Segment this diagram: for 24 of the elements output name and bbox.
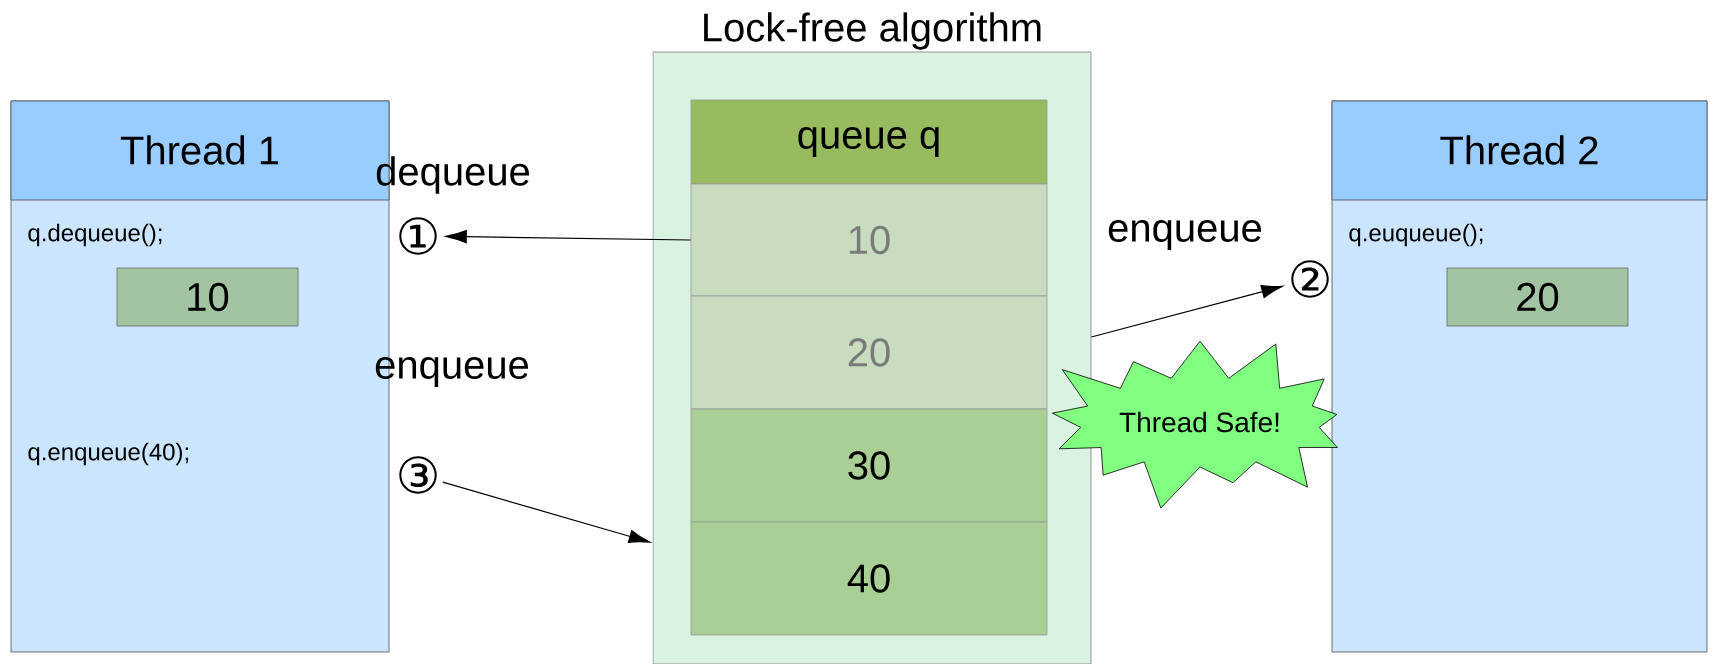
- queue-cell: 10: [690, 183, 1048, 297]
- step-number: ①: [399, 217, 437, 255]
- edge-label: enqueue: [1108, 220, 1262, 250]
- panel-heading: Thread 2: [1440, 135, 1598, 165]
- code-line: q.enqueue(40);: [28, 442, 189, 466]
- code-line: q.dequeue();: [28, 223, 162, 247]
- step-number: ②: [1291, 260, 1329, 298]
- queue-cell: 20: [690, 295, 1048, 410]
- queue-header: queue q: [690, 99, 1048, 185]
- value-box: 20: [1446, 267, 1629, 327]
- thread-panel: [1331, 100, 1708, 653]
- panel-heading: Thread 1: [120, 135, 279, 165]
- edge-label: enqueue: [375, 357, 529, 387]
- edge-label: dequeue: [376, 156, 530, 194]
- panel-title: Lock-free algorithm: [704, 12, 1041, 50]
- code-line: q.euqueue();: [1349, 223, 1483, 247]
- step-number: ③: [399, 456, 437, 494]
- queue-cell: 30: [690, 408, 1048, 523]
- arrow: [442, 481, 651, 543]
- starburst: Thread Safe!: [1052, 340, 1338, 509]
- queue-cell: 40: [690, 521, 1048, 636]
- value-box: 10: [116, 267, 299, 327]
- arrow: [1090, 285, 1283, 338]
- arrow: [445, 230, 692, 244]
